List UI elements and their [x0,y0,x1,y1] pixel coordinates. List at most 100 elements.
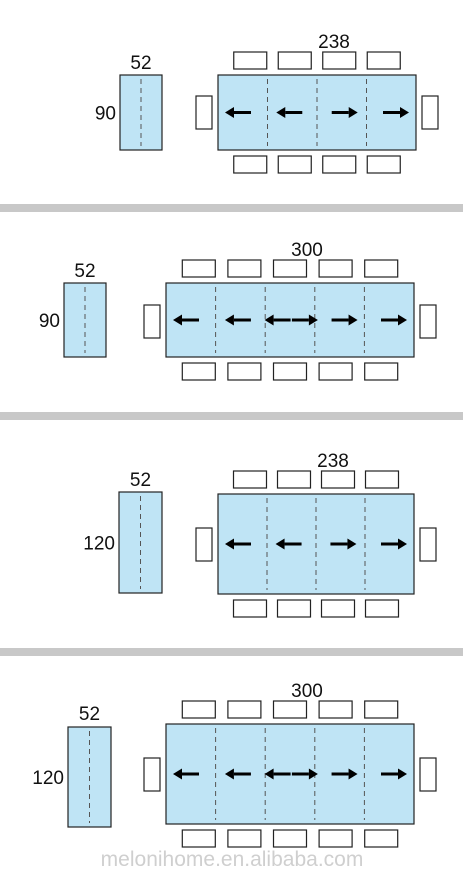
extended-length-label: 238 [317,451,349,472]
chair-top [272,259,308,278]
chair-top [232,470,268,489]
section-divider [0,204,463,212]
chair-bottom [272,829,308,848]
depth-label: 90 [39,311,60,332]
chair-bottom [318,829,353,848]
section-divider [0,412,463,420]
chair-bottom [232,599,268,618]
arrow-right-icon [383,107,409,118]
chair-end-right [421,95,439,130]
arrow-head [398,314,407,326]
chair-bottom [181,829,216,848]
section-divider [0,648,463,656]
arrow-head [225,538,234,550]
chair-top [364,470,400,489]
arrow-head [347,538,357,550]
arrow-head [276,107,286,118]
chair-top [322,51,357,70]
arrow-right-icon [291,768,318,780]
chair-bottom [277,155,312,174]
chair-top [364,700,399,719]
arrow-head [224,314,234,326]
chair-end-right [419,304,437,339]
arrow-right-icon [291,314,318,326]
arrow-head [348,768,358,780]
chair-bottom [364,829,399,848]
arrow-left-icon [264,768,291,780]
chair-top [318,700,353,719]
depth-label: 90 [95,104,116,125]
arrow-head [348,107,358,118]
chair-end-right [419,757,437,792]
chair-top [277,51,312,70]
arrow-right-icon [381,768,407,780]
arrow-head [348,314,358,326]
panel-3: 52 120 238 [83,451,437,618]
chair-top [366,51,401,70]
chair-end-left [143,757,161,792]
chair-end-right [419,527,437,562]
arrow-left-icon [224,314,251,326]
chair-top [181,259,216,278]
arrow-head [398,768,407,780]
chair-top [276,470,312,489]
chair-bottom [227,829,262,848]
folded-width-label: 52 [130,470,151,491]
panel-1: 52 90 238 [95,32,439,174]
arrow-head [275,538,285,550]
arrow-left-icon [225,538,251,550]
chair-bottom [322,155,357,174]
arrow-left-icon [264,314,291,326]
arrow-left-icon [224,768,251,780]
arrow-left-icon [276,107,303,118]
arrow-right-icon [381,314,407,326]
extended-length-label: 300 [291,240,323,261]
arrow-left-icon [173,768,199,780]
folded-width-label: 52 [79,704,100,725]
arrow-head [224,768,234,780]
arrow-head [264,768,274,780]
arrow-head [398,538,407,550]
arrow-right-icon [331,768,358,780]
extended-length-label: 300 [291,681,323,702]
folded-width-label: 52 [130,53,151,74]
arrow-head [400,107,409,118]
chair-top [272,700,308,719]
arrow-head [225,107,234,118]
depth-label: 120 [83,534,115,555]
folded-width-label: 52 [74,261,95,282]
arrow-head [173,768,182,780]
chair-bottom [366,155,401,174]
chair-end-left [195,527,213,562]
chair-top [227,259,262,278]
section-dividers [0,204,463,656]
chair-top [181,700,216,719]
chair-top [233,51,268,70]
chair-bottom [227,362,262,381]
arrow-head [264,314,274,326]
extended-length-label: 238 [318,32,350,53]
panel-2: 52 90 300 [39,240,437,381]
chair-top [320,470,356,489]
chair-bottom [364,599,400,618]
arrow-right-icon [330,538,357,550]
depth-label: 120 [32,768,64,789]
chair-bottom [320,599,356,618]
chair-top [227,700,262,719]
chair-bottom [276,599,312,618]
arrow-left-icon [275,538,302,550]
chair-bottom [272,362,308,381]
chair-bottom [181,362,216,381]
table-panels: 52 90 238 52 90 300 52 120 238 52 120 300 [32,32,439,848]
arrow-head [308,768,318,780]
arrow-right-icon [331,314,358,326]
watermark: melonihome.en.alibaba.com [101,848,364,871]
chair-top [318,259,353,278]
arrow-left-icon [173,314,199,326]
chair-bottom [318,362,353,381]
chair-bottom [364,362,399,381]
chair-end-left [143,304,161,339]
chair-top [364,259,399,278]
